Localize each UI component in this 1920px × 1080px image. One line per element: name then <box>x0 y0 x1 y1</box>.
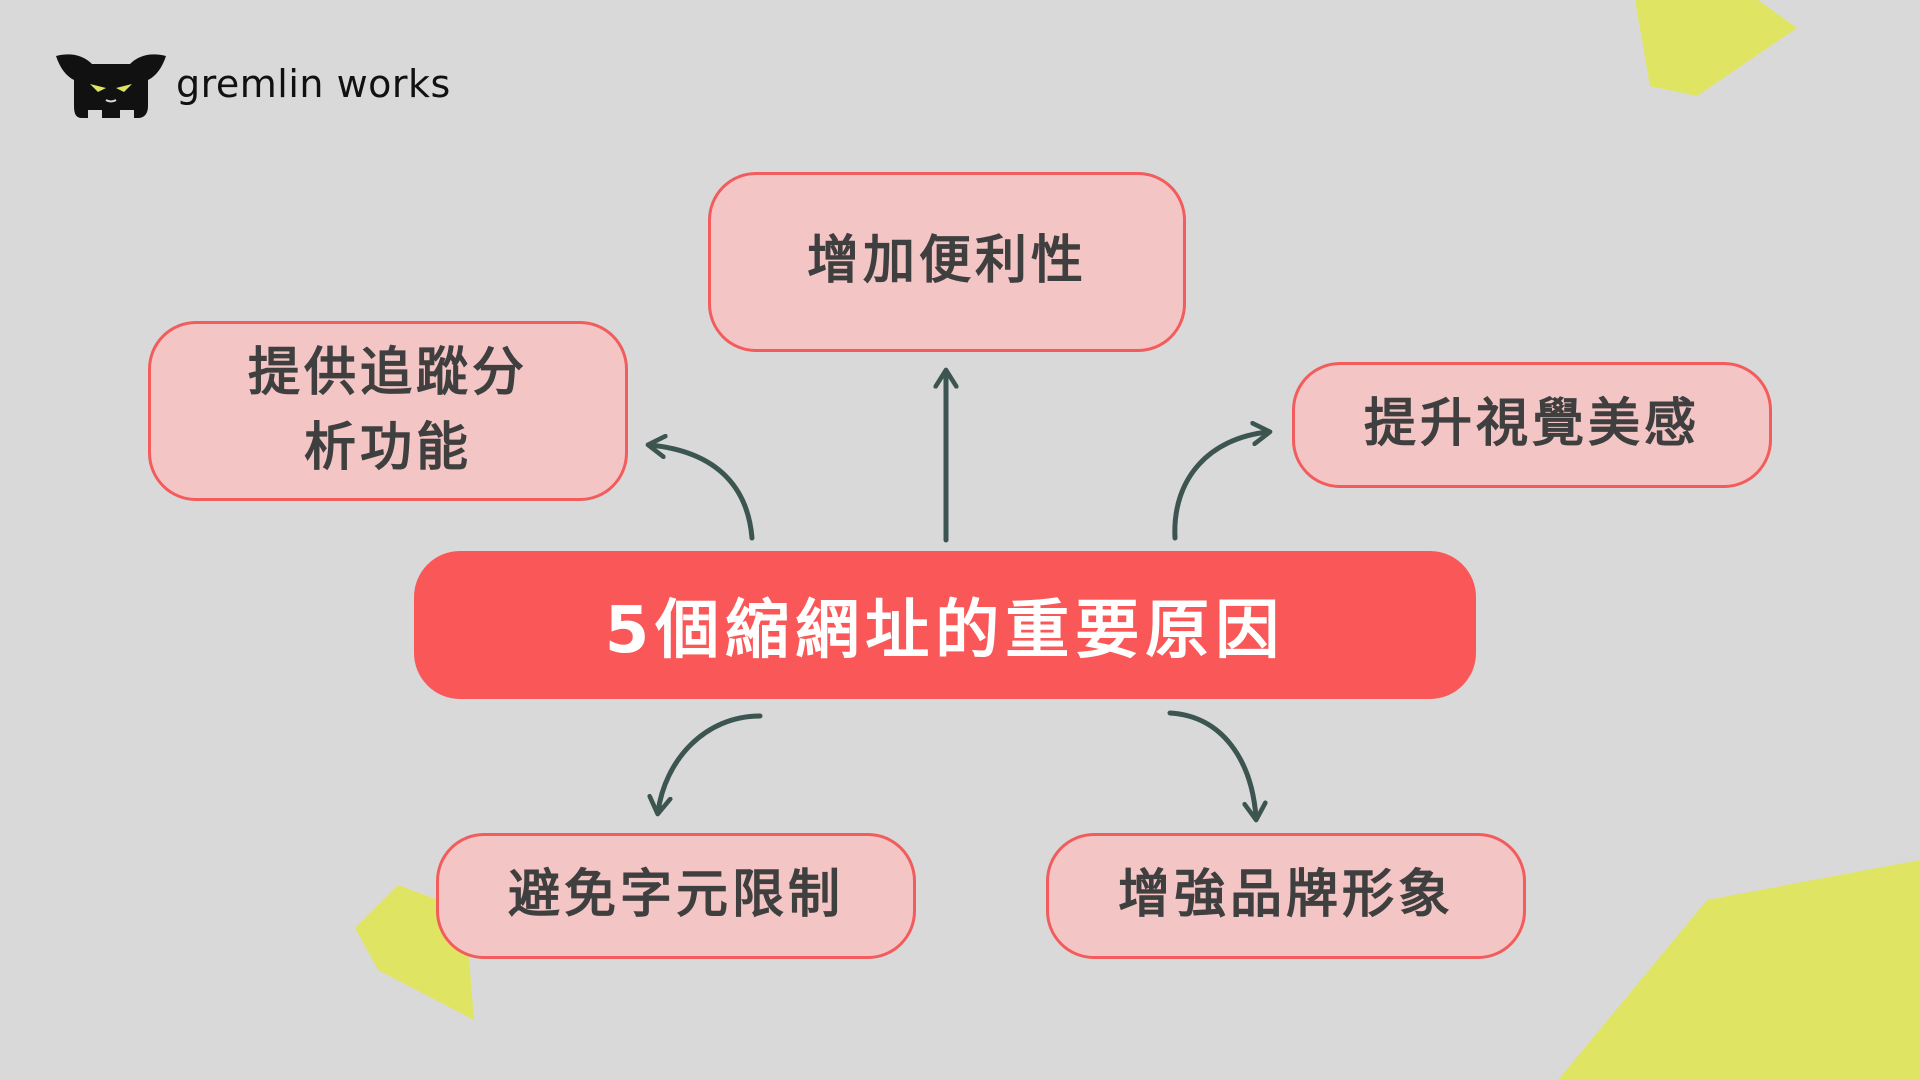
center-node: 5個縮網址的重要原因 <box>414 551 1476 699</box>
brand-logo: gremlin works <box>54 48 451 120</box>
arrow-to-upper-right <box>1172 432 1268 541</box>
node-lower-right: 增強品牌形象 <box>1046 833 1526 959</box>
node-lower-left: 避免字元限制 <box>436 833 916 959</box>
accent-shape-bottom-right <box>1558 860 1920 1080</box>
arrow-to-lower-left <box>658 713 763 812</box>
node-top: 增加便利性 <box>708 172 1186 352</box>
center-node-label: 5個縮網址的重要原因 <box>604 594 1286 668</box>
accent-shape-top-right <box>1635 0 1797 96</box>
node-upper-right-label: 提升視覺美感 <box>1363 394 1700 455</box>
node-upper-left: 提供追蹤分析功能 <box>148 321 628 501</box>
node-top-label: 增加便利性 <box>806 231 1087 292</box>
arrow-to-upper-left <box>650 445 755 541</box>
node-upper-right: 提升視覺美感 <box>1292 362 1772 488</box>
arrow-to-lower-right <box>1167 710 1256 818</box>
node-lower-left-label: 避免字元限制 <box>507 865 844 926</box>
gremlin-mascot-icon <box>56 54 166 118</box>
node-upper-left-label: 提供追蹤分析功能 <box>247 342 528 478</box>
node-lower-right-label: 增強品牌形象 <box>1117 865 1454 926</box>
brand-name: gremlin works <box>176 62 451 106</box>
